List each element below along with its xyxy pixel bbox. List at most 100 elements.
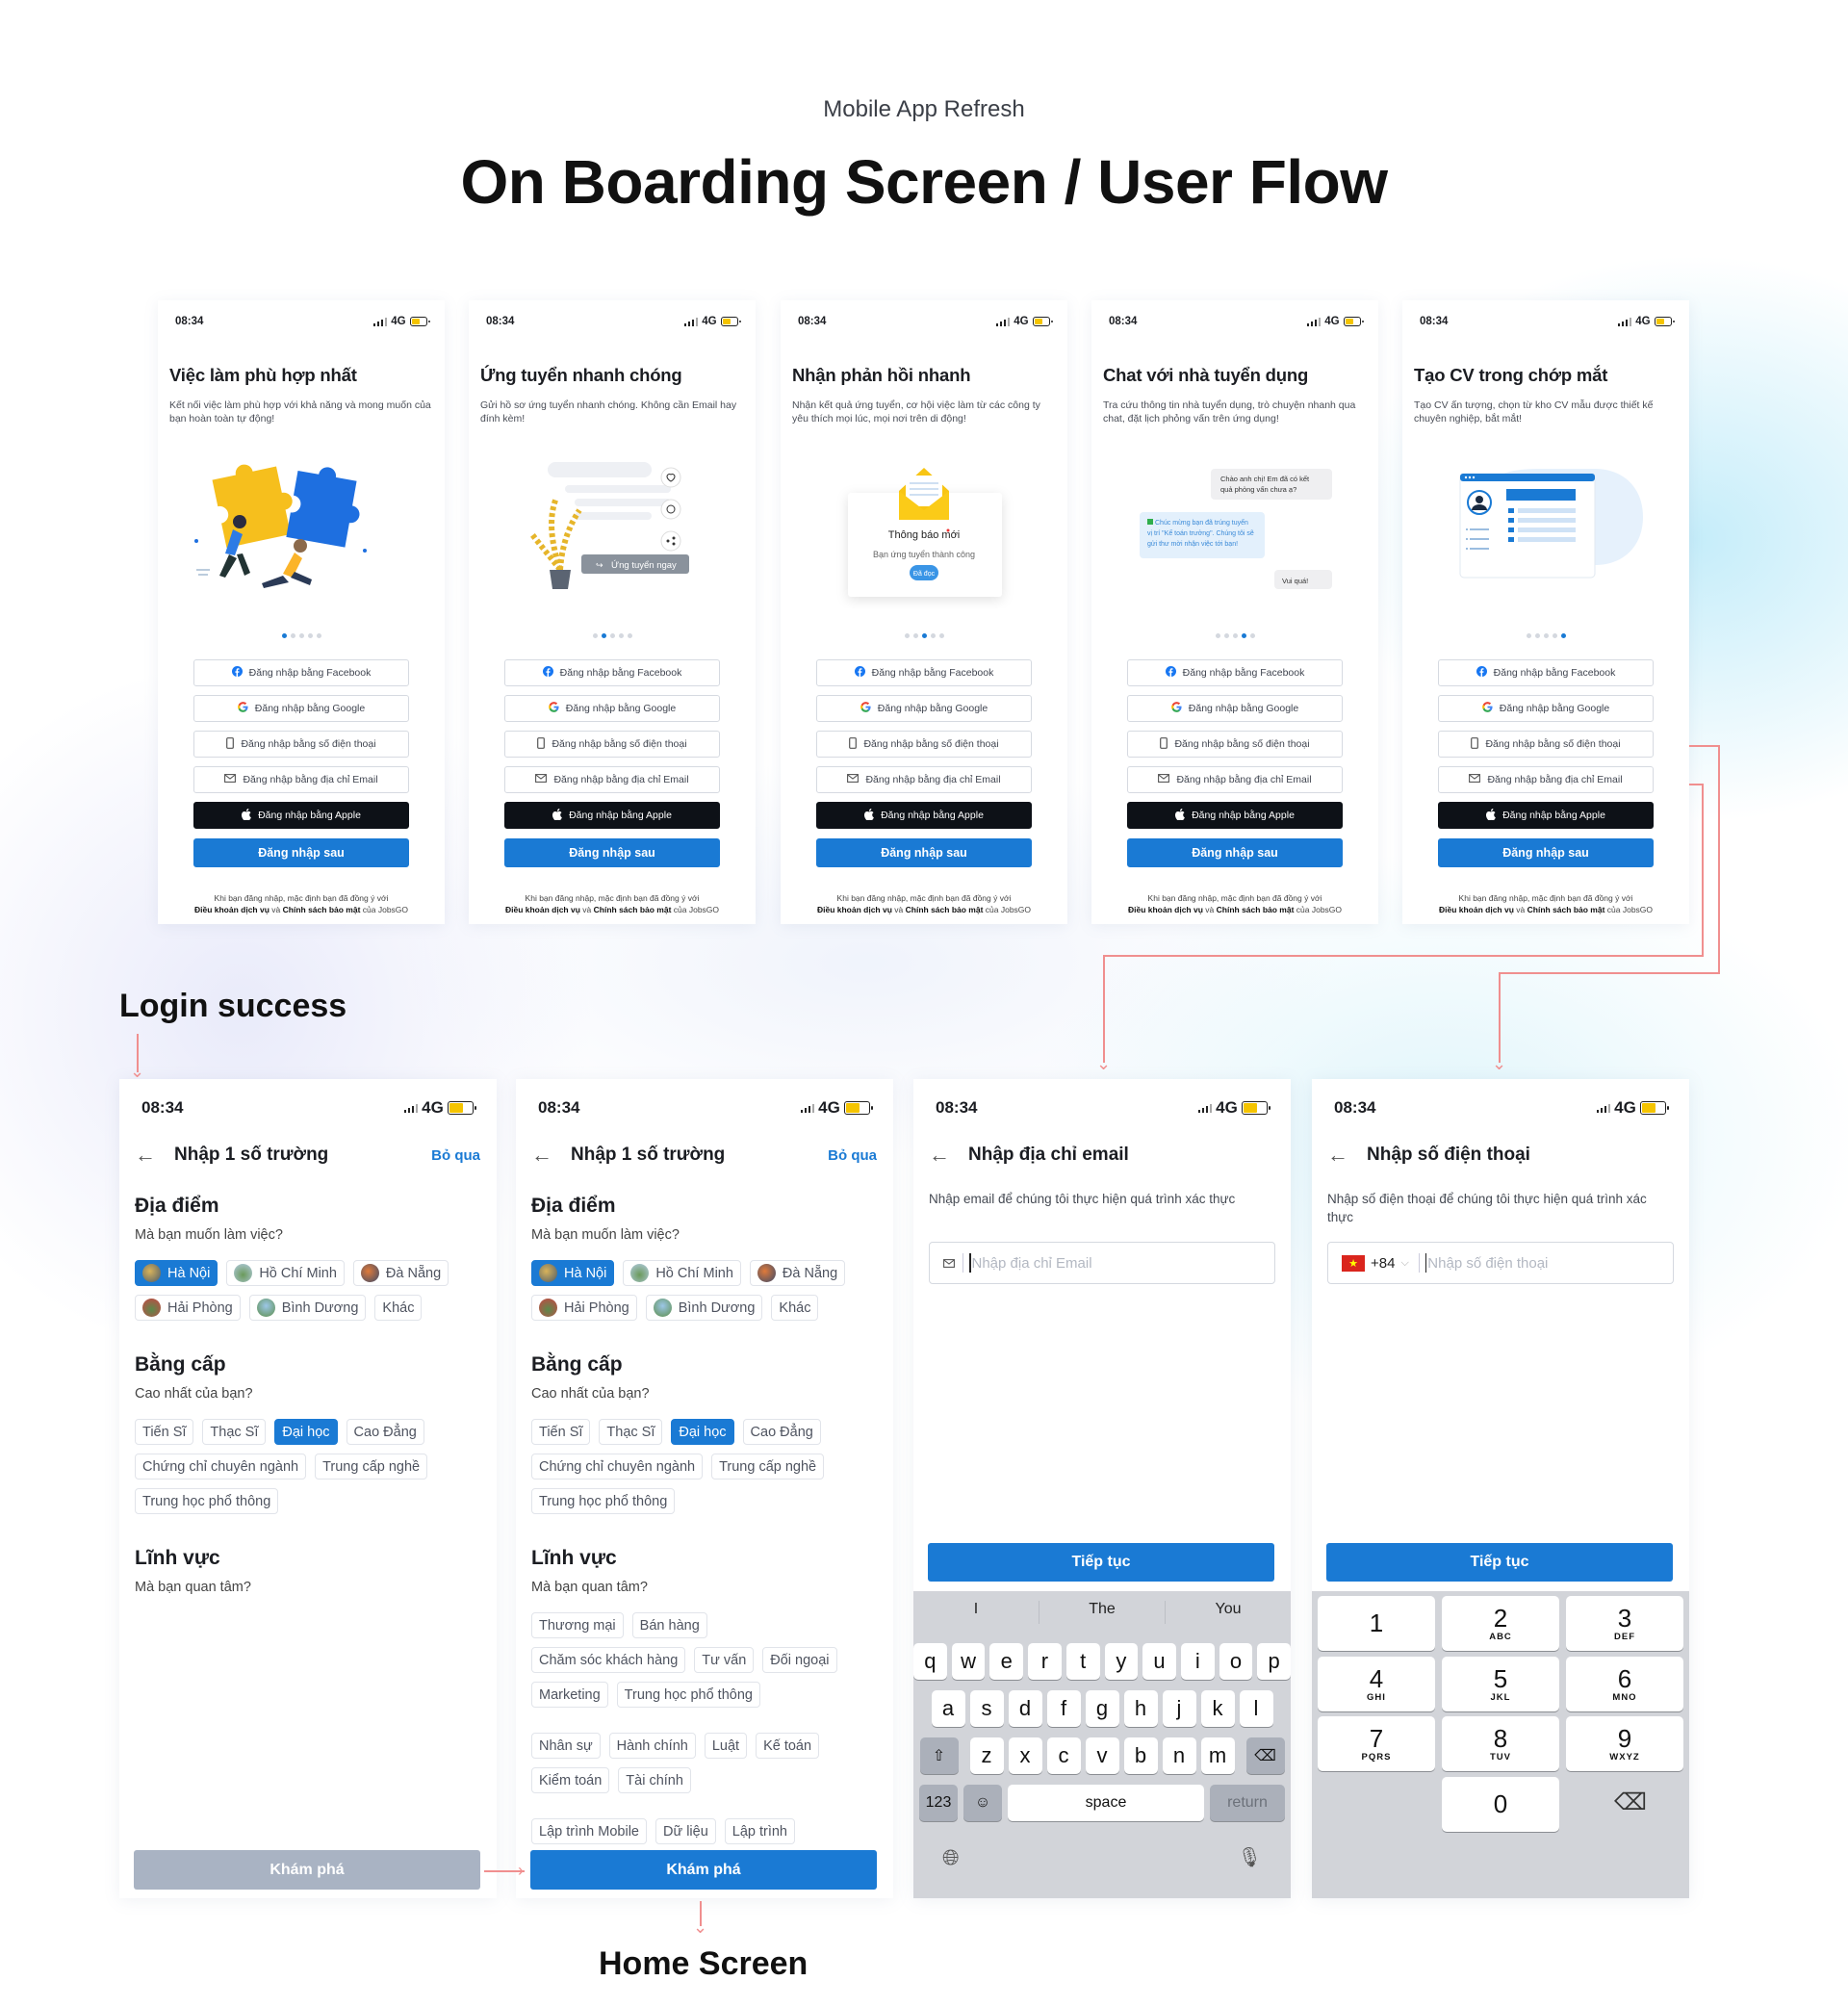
continue-button[interactable]: Tiếp tục — [928, 1543, 1274, 1582]
explore-button[interactable]: Khám phá — [530, 1850, 877, 1890]
login-google-button[interactable]: Đăng nhập bằng Google — [816, 695, 1032, 722]
option-chip[interactable]: Marketing — [531, 1682, 608, 1708]
login-phone-button[interactable]: Đăng nhập bằng số điện thoại — [816, 731, 1032, 758]
page-dot[interactable] — [601, 633, 606, 638]
option-chip[interactable]: Dữ liệu — [654, 1818, 716, 1844]
return-key[interactable]: return — [1210, 1785, 1285, 1821]
terms-link[interactable]: Điều khoản dịch vụ — [504, 905, 580, 914]
option-chip[interactable]: Hải Phòng — [531, 1295, 637, 1321]
login-apple-button[interactable]: Đăng nhập bằng Apple — [193, 802, 409, 829]
email-input[interactable]: Nhập địa chỉ Email — [929, 1242, 1275, 1284]
option-chip[interactable]: Cao Đẳng — [742, 1419, 821, 1445]
key-u[interactable]: u — [1142, 1643, 1176, 1680]
option-chip[interactable]: Chứng chỉ chuyên ngành — [135, 1454, 307, 1480]
numpad-key-0[interactable]: 0 — [1442, 1777, 1559, 1832]
terms-link[interactable]: Điều khoản dịch vụ — [1127, 905, 1203, 914]
login-facebook-button[interactable]: Đăng nhập bằng Facebook — [504, 659, 720, 686]
page-dot[interactable] — [1249, 633, 1255, 638]
numpad-key-1[interactable]: 1 — [1318, 1596, 1435, 1651]
option-chip[interactable]: Trung cấp nghề — [315, 1454, 428, 1480]
backspace-icon[interactable]: ⌫ — [1614, 1789, 1647, 1815]
skip-button[interactable]: Bỏ qua — [431, 1146, 480, 1164]
option-chip[interactable]: Bình Dương — [645, 1295, 763, 1321]
page-dot[interactable] — [298, 633, 304, 638]
key-w[interactable]: w — [951, 1643, 986, 1680]
key-d[interactable]: d — [1008, 1690, 1042, 1727]
key-q[interactable]: q — [913, 1643, 947, 1680]
option-chip[interactable]: Tiến Sĩ — [135, 1419, 194, 1445]
login-facebook-button[interactable]: Đăng nhập bằng Facebook — [816, 659, 1032, 686]
key-m[interactable]: m — [1200, 1737, 1235, 1774]
terms-link[interactable]: Điều khoản dịch vụ — [1438, 905, 1514, 914]
option-chip[interactable]: Khác — [374, 1295, 423, 1321]
privacy-link[interactable]: Chính sách bảo mật — [282, 905, 361, 914]
login-facebook-button[interactable]: Đăng nhập bằng Facebook — [1127, 659, 1343, 686]
page-dot[interactable] — [921, 633, 927, 638]
login-apple-button[interactable]: Đăng nhập bằng Apple — [816, 802, 1032, 829]
option-chip[interactable]: Thương mại — [531, 1612, 624, 1638]
page-dot[interactable] — [316, 633, 321, 638]
login-later-button[interactable]: Đăng nhập sau — [193, 838, 409, 867]
key-g[interactable]: g — [1085, 1690, 1119, 1727]
shift-key[interactable]: ⇧ — [919, 1737, 959, 1774]
login-google-button[interactable]: Đăng nhập bằng Google — [1127, 695, 1343, 722]
option-chip[interactable]: Đại học — [671, 1419, 734, 1445]
page-dot[interactable] — [938, 633, 944, 638]
globe-icon[interactable]: 🌐︎ — [942, 1845, 960, 1869]
login-apple-button[interactable]: Đăng nhập bằng Apple — [504, 802, 720, 829]
page-dot[interactable] — [281, 633, 287, 638]
key-s[interactable]: s — [969, 1690, 1004, 1727]
numbers-key[interactable]: 123 — [919, 1785, 958, 1821]
login-later-button[interactable]: Đăng nhập sau — [816, 838, 1032, 867]
key-o[interactable]: o — [1219, 1643, 1253, 1680]
key-t[interactable]: t — [1065, 1643, 1100, 1680]
login-email-button[interactable]: Đăng nhập bằng địa chỉ Email — [504, 766, 720, 793]
key-n[interactable]: n — [1162, 1737, 1196, 1774]
option-chip[interactable]: Cao Đẳng — [346, 1419, 424, 1445]
option-chip[interactable]: Tiến Sĩ — [531, 1419, 591, 1445]
backspace-key[interactable]: ⌫ — [1245, 1737, 1285, 1774]
page-dot[interactable] — [1223, 633, 1229, 638]
space-key[interactable]: space — [1008, 1785, 1204, 1821]
login-google-button[interactable]: Đăng nhập bằng Google — [504, 695, 720, 722]
login-google-button[interactable]: Đăng nhập bằng Google — [1438, 695, 1654, 722]
option-chip[interactable]: Hồ Chí Minh — [226, 1260, 345, 1286]
option-chip[interactable]: Kế toán — [756, 1733, 820, 1759]
option-chip[interactable]: Đối ngoại — [762, 1647, 837, 1673]
login-email-button[interactable]: Đăng nhập bằng địa chỉ Email — [1127, 766, 1343, 793]
key-v[interactable]: v — [1085, 1737, 1119, 1774]
phone-input[interactable]: ★+84⌵Nhập số điện thoại — [1327, 1242, 1674, 1284]
back-arrow-icon[interactable]: ← — [135, 1143, 156, 1167]
login-apple-button[interactable]: Đăng nhập bằng Apple — [1127, 802, 1343, 829]
login-phone-button[interactable]: Đăng nhập bằng số điện thoại — [1438, 731, 1654, 758]
explore-button[interactable]: Khám phá — [134, 1850, 480, 1890]
page-dot[interactable] — [1241, 633, 1246, 638]
page-dot[interactable] — [1543, 633, 1549, 638]
key-r[interactable]: r — [1028, 1643, 1062, 1680]
key-x[interactable]: x — [1008, 1737, 1042, 1774]
page-dot[interactable] — [592, 633, 598, 638]
option-chip[interactable]: Khác — [771, 1295, 819, 1321]
page-dot[interactable] — [904, 633, 910, 638]
page-dot[interactable] — [1215, 633, 1220, 638]
login-phone-button[interactable]: Đăng nhập bằng số điện thoại — [193, 731, 409, 758]
option-chip[interactable]: Đà Nẵng — [352, 1260, 449, 1286]
option-chip[interactable]: Đại học — [274, 1419, 338, 1445]
option-chip[interactable]: Nhân sự — [531, 1733, 601, 1759]
option-chip[interactable]: Luật — [704, 1733, 748, 1759]
option-chip[interactable]: Hành chính — [608, 1733, 696, 1759]
login-later-button[interactable]: Đăng nhập sau — [1127, 838, 1343, 867]
option-chip[interactable]: Tài chính — [618, 1767, 691, 1793]
option-chip[interactable]: Trung học phổ thông — [616, 1682, 760, 1708]
login-email-button[interactable]: Đăng nhập bằng địa chỉ Email — [816, 766, 1032, 793]
microphone-icon[interactable]: 🎙︎ — [1237, 1847, 1262, 1868]
option-chip[interactable]: Hồ Chí Minh — [623, 1260, 741, 1286]
page-dot[interactable] — [627, 633, 632, 638]
key-h[interactable]: h — [1123, 1690, 1158, 1727]
